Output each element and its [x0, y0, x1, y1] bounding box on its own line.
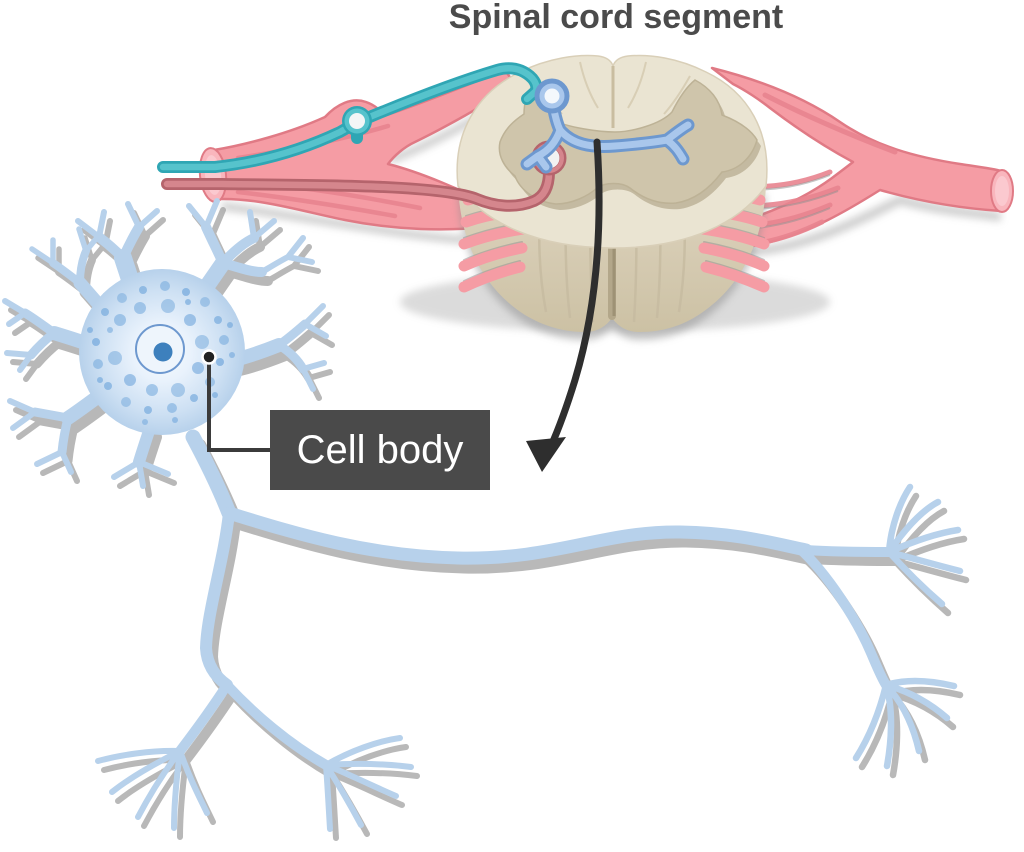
right-nerve-stripes	[695, 92, 898, 249]
cord-blue-neuron	[527, 78, 688, 167]
right-spinal-nerve	[695, 66, 1014, 257]
right-nerve-cut-inner	[995, 176, 1009, 206]
cell-body-label: Cell body	[270, 410, 490, 490]
sensory-neuron-fiber	[163, 68, 545, 167]
leader-dot	[201, 349, 217, 365]
cord-front-striations	[538, 207, 687, 323]
nucleolus	[153, 342, 173, 362]
right-nerve-shadow	[743, 195, 1002, 257]
soma	[79, 269, 245, 435]
figure-title: Spinal cord segment	[448, 0, 784, 36]
right-nerve-body	[710, 66, 1012, 249]
spinal-cord-segment-illustration	[163, 54, 1014, 340]
zoom-arrow	[526, 138, 603, 472]
zoom-arrowhead	[526, 437, 566, 472]
top-face-creases	[535, 61, 691, 115]
leader-line	[201, 349, 272, 452]
dorsal-root-ganglion	[342, 106, 372, 144]
motor-neuron	[5, 201, 978, 849]
